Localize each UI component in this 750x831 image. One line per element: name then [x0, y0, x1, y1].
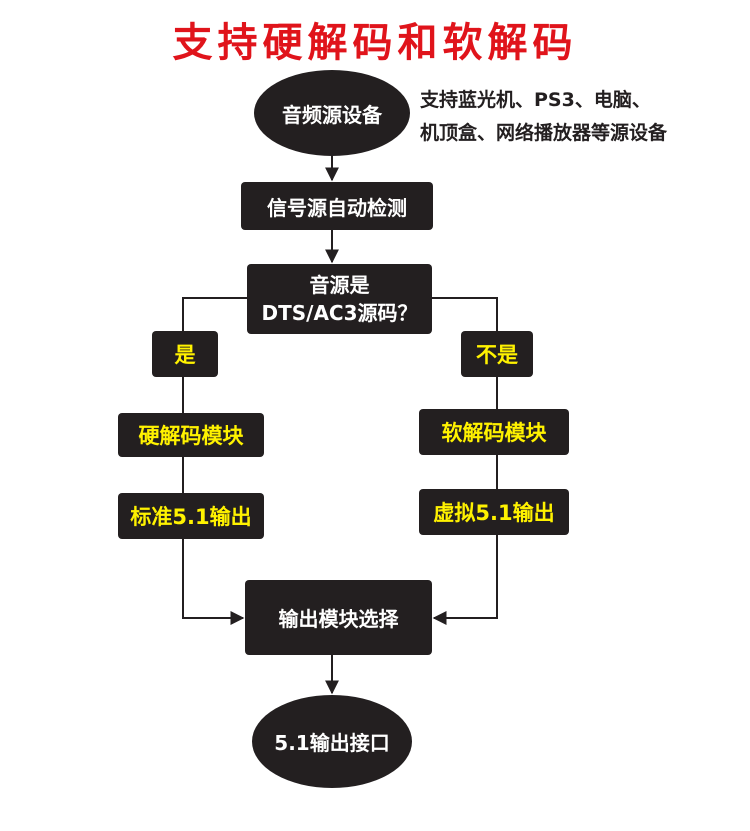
virtual-output-node: 虚拟5.1输出 [419, 489, 569, 535]
output-select-node: 输出模块选择 [245, 580, 432, 655]
decision-label-line-1: 音源是 [309, 273, 370, 297]
note-line-2: 机顶盒、网络播放器等源设备 [420, 122, 668, 144]
connector-decision-to-yes [182, 297, 247, 331]
output-interface-label: 5.1输出接口 [274, 731, 390, 755]
hard-decode-label: 硬解码模块 [138, 424, 244, 448]
soft-decode-label: 软解码模块 [441, 421, 547, 445]
connector-virtual-to-select [432, 535, 498, 625]
standard-output-node: 标准5.1输出 [118, 493, 264, 539]
connector-decision-to-no [432, 297, 498, 331]
standard-output-label: 标准5.1输出 [130, 505, 252, 529]
source-device-note: 支持蓝光机、PS3、电脑、 机顶盒、网络播放器等源设备 [420, 84, 667, 150]
note-line-1: 支持蓝光机、PS3、电脑、 [420, 89, 651, 111]
decision-node: 音源是 DTS/AC3源码？ [247, 264, 432, 334]
virtual-output-label: 虚拟5.1输出 [433, 501, 555, 525]
output-interface-node: 5.1输出接口 [252, 695, 412, 788]
yes-label: 是 [174, 343, 196, 367]
source-device-node: 音频源设备 [254, 70, 410, 156]
output-select-label: 输出模块选择 [278, 607, 399, 631]
soft-decode-node: 软解码模块 [419, 409, 569, 455]
yes-branch-label: 是 [152, 331, 218, 377]
page-title: 支持硬解码和软解码 [172, 19, 578, 66]
no-label: 不是 [476, 343, 518, 367]
no-branch-label: 不是 [461, 331, 533, 377]
hard-decode-node: 硬解码模块 [118, 413, 264, 457]
source-device-label: 音频源设备 [282, 102, 382, 127]
connector-standard-to-select [182, 539, 245, 625]
auto-detect-node: 信号源自动检测 [241, 182, 433, 230]
decision-label-line-2: DTS/AC3源码？ [261, 301, 418, 325]
auto-detect-label: 信号源自动检测 [267, 195, 407, 220]
